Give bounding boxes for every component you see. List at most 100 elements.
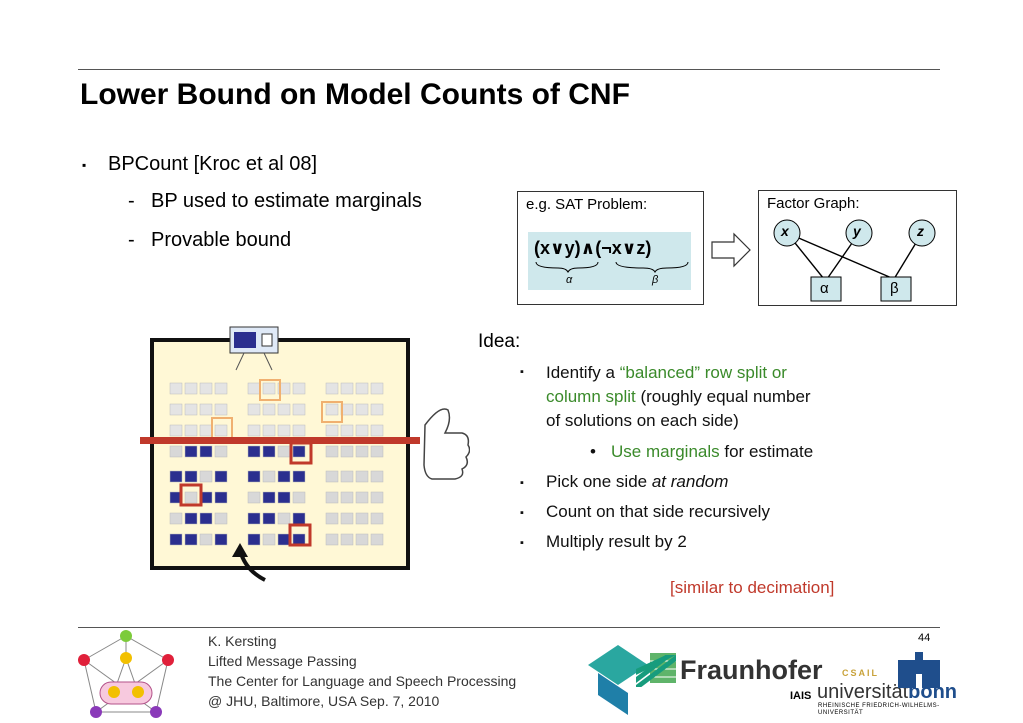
idea-bullet-marker: ▪ [520, 477, 524, 489]
grid-cell [325, 533, 339, 546]
grid-cell [370, 382, 384, 395]
grid-cell [370, 445, 384, 458]
idea-item-3: Count on that side recursively [546, 502, 770, 521]
bullet-bpcount: BPCount [Kroc et al 08] [108, 153, 318, 175]
cnf-formula: (x∨y)∧(¬x∨z) α β [528, 232, 691, 290]
factor-label-beta: β [890, 280, 899, 297]
grid-cell [214, 512, 228, 525]
csail-logo: CSAIL [842, 668, 879, 678]
idea-item-4: Multiply result by 2 [546, 532, 687, 551]
grid-cell [277, 470, 291, 483]
row-split-illustration [140, 326, 470, 582]
factor-graph-diagram [773, 219, 936, 302]
footer-rule [78, 627, 940, 628]
footer-talk-title: Lifted Message Passing [208, 653, 357, 669]
grid-cell [199, 382, 213, 395]
grid-cell [262, 445, 276, 458]
grid-cell [292, 445, 306, 458]
grid-cell [214, 403, 228, 416]
grid-cell [184, 533, 198, 546]
grid-cell [292, 470, 306, 483]
grid-cell [169, 470, 183, 483]
lifted-graph-logo [78, 630, 174, 718]
grid-cell [370, 491, 384, 504]
iais-label: IAIS [790, 690, 812, 702]
factor-graph-box: Factor Graph: x y z α β [758, 190, 957, 306]
grid-cell [214, 382, 228, 395]
grid-cell [277, 424, 291, 437]
grid-cell [355, 382, 369, 395]
fraunhofer-stripes-icon [636, 655, 676, 687]
grid-cell [247, 533, 261, 546]
grid-cell [199, 424, 213, 437]
grid-cell [340, 470, 354, 483]
grid-cell [214, 491, 228, 504]
var-label-x: x [781, 223, 789, 239]
decimation-note: [similar to decimation] [670, 578, 835, 597]
grid-cell [325, 424, 339, 437]
subbullet-bp-marginals: BP used to estimate marginals [151, 190, 422, 212]
grid-cell [355, 512, 369, 525]
grid-cell [247, 403, 261, 416]
grid-cell [169, 512, 183, 525]
grid-cell [262, 403, 276, 416]
grid-cell [247, 382, 261, 395]
grid-cell [325, 445, 339, 458]
grid-cell [184, 424, 198, 437]
grid-cell [169, 445, 183, 458]
grid-cell [340, 533, 354, 546]
grid-cell [199, 512, 213, 525]
split-line [140, 437, 420, 444]
grid-cell [199, 533, 213, 546]
grid-cell [340, 512, 354, 525]
grid-cell [277, 533, 291, 546]
grid-cell [199, 445, 213, 458]
grid-cell [262, 512, 276, 525]
bullet-marker: ▪ [82, 158, 87, 172]
idea-bullet-marker: ▪ [520, 537, 524, 549]
grid-cell [277, 491, 291, 504]
factor-node-beta [880, 276, 912, 302]
grid-cell [247, 512, 261, 525]
idea-bullet-marker: ▪ [520, 507, 524, 519]
grid-cell [169, 424, 183, 437]
grid-cell [199, 403, 213, 416]
sat-problem-box: e.g. SAT Problem: (x∨y)∧(¬x∨z) α β [517, 191, 704, 305]
grid-cell [184, 403, 198, 416]
grid-cell [184, 491, 198, 504]
grid-cell [262, 382, 276, 395]
var-label-z: z [917, 223, 924, 239]
grid-cell [292, 491, 306, 504]
grid-cell [262, 533, 276, 546]
grid-cell [214, 533, 228, 546]
factor-label-alpha: α [820, 280, 829, 297]
thumbs-up-icon [423, 408, 470, 480]
grid-cell [277, 445, 291, 458]
grid-cell [340, 424, 354, 437]
grid-cell [214, 445, 228, 458]
grid-cell [214, 470, 228, 483]
grid-cell [262, 491, 276, 504]
grid-cell [247, 424, 261, 437]
grid-cell [355, 403, 369, 416]
formula-text: (x∨y)∧(¬x∨z) [534, 238, 652, 258]
idea-item-1-line-1: Identify a “balanced” row split or [546, 363, 787, 382]
grid-cell [292, 533, 306, 546]
fraunhofer-logo: Fraunhofer [680, 655, 823, 685]
uni-bonn-subtitle: RHEINISCHE FRIEDRICH-WILHELMS-UNIVERSITÄ… [818, 703, 940, 716]
beta-label: β [652, 274, 659, 286]
footer-date: @ JHU, Baltimore, USA Sep. 7, 2010 [208, 693, 440, 709]
idea-item-1-line-2: column split (roughly equal number [546, 387, 811, 406]
grid-cell [325, 470, 339, 483]
grid-cell [325, 382, 339, 395]
grid-cell [169, 403, 183, 416]
factor-node-alpha [810, 276, 842, 302]
grid-cell [247, 470, 261, 483]
var-node-y [845, 219, 873, 247]
alpha-label: α [566, 274, 573, 286]
grid-cell [277, 382, 291, 395]
idea-heading: Idea: [478, 331, 521, 352]
projector-icon [229, 326, 279, 371]
grid-cell [355, 445, 369, 458]
grid-cell [262, 470, 276, 483]
